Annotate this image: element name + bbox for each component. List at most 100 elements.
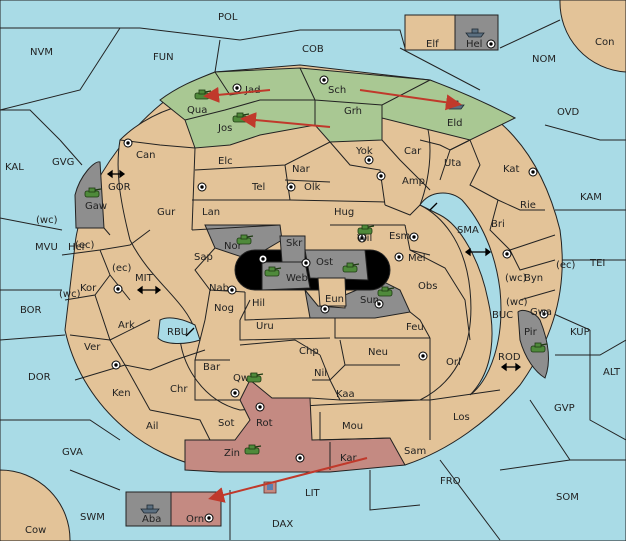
land-label-Sot: Sot [218,418,234,429]
fleet-unit-Aba[interactable] [140,504,160,514]
region-pink-south [184,379,406,473]
land-label-Qua: Qua [187,105,207,116]
land-label-Skr: Skr [286,238,303,249]
land-label-Grh: Grh [344,106,362,117]
coast-label-3: (wc) [59,289,81,300]
army-unit-Nor[interactable] [236,234,254,245]
sea-label-LIT: LIT [305,488,321,499]
sea-label-GVG: GVG [52,157,74,168]
land-label-Sch: Sch [328,85,346,96]
land-label-Obs: Obs [418,281,437,292]
land-label-Rot: Rot [256,418,273,429]
land-label-Can: Can [136,150,155,161]
land-label-Olk: Olk [304,182,321,193]
army-unit-Sun[interactable] [377,286,395,297]
sea-label-SWM: SWM [80,512,105,523]
sea-SMA-channel [419,192,502,396]
sea-label-NVM: NVM [30,47,53,58]
arrow-layer [203,86,462,503]
land-label-Uru: Uru [256,321,274,332]
sea-label-COB: COB [302,44,324,55]
army-unit-Ost[interactable] [342,262,360,273]
sea-label-KAM: KAM [580,192,602,203]
land-label-Tel: Tel [251,182,265,193]
sea-label-GVP: GVP [554,403,575,414]
province-borders [61,67,556,470]
sea-label-Con: Con [595,37,614,48]
army-unit-Gaw[interactable] [84,187,102,198]
supply-centres [111,39,549,523]
army-unit-Zin[interactable] [244,444,262,455]
land-label-Sam: Sam [404,446,426,457]
land-label-Bar: Bar [203,362,221,373]
land-label-Uta: Uta [444,158,461,169]
province-Con[interactable] [559,0,626,73]
land-label-Her: Her [68,242,87,253]
sea-label-POL: POL [218,12,238,23]
coast-label-6: (wc) [506,297,528,308]
coast-label-0: (wc) [36,215,58,226]
coast-label-4: (wc) [505,273,527,284]
province-Pir[interactable] [517,309,550,379]
army-unit-Qwi[interactable] [246,372,264,383]
land-label-Ail: Ail [146,421,158,432]
unit-layer [84,28,548,514]
land-label-Rie: Rie [520,200,536,211]
sea-label-SOM: SOM [556,492,579,503]
land-label-Nog: Nog [214,303,234,314]
land-label-Byn: Byn [524,273,543,284]
sea-label-GOR: GOR [108,182,131,193]
land-label-Mel: Mel [408,253,426,264]
land-label-Nab: Nab [209,283,229,294]
land-label-Ver: Ver [84,342,101,353]
land-label-Ken: Ken [112,388,131,399]
land-label-Gur: Gur [157,207,176,218]
sea-label-TEI: TEI [589,258,605,269]
land-label-Chp: Chp [299,346,319,357]
land-label-Sap: Sap [194,252,213,263]
land-label-Kat: Kat [503,164,520,175]
sea-label-KUP: KUP [570,327,590,338]
sea-label-MVU: MVU [35,242,58,253]
land-label-Hel: Hel [466,39,482,50]
land-label-Feu: Feu [406,322,424,333]
land-label-Sun: Sun [360,295,379,306]
land-label-Elf: Elf [426,39,439,50]
land-label-Kor: Kor [80,283,97,294]
army-unit-Wil[interactable] [357,224,375,235]
land-label-Nil: Nil [314,368,327,379]
army-unit-Pir[interactable] [530,342,548,353]
land-label-Gaw: Gaw [85,201,107,212]
army-unit-Web[interactable] [264,266,282,277]
land-label-Car: Car [404,146,422,157]
province-Cow[interactable] [0,469,71,541]
land-label-Esm: Esm [389,231,410,242]
land-label-Kar: Kar [340,453,358,464]
sea-label-GVA: GVA [62,447,83,458]
sea-label-RBU: RBU [167,327,188,338]
sea-label-BOR: BOR [20,305,42,316]
land-label-Neu: Neu [368,347,388,358]
province-Ost[interactable] [304,249,369,281]
land-label-Hil: Hil [252,298,265,309]
land-label-Aba: Aba [142,514,161,525]
province-Eun[interactable] [317,277,347,307]
coast-label-2: (ec) [112,263,132,274]
land-label-Amp: Amp [402,176,425,187]
land-label-Yok: Yok [355,146,373,157]
land-label-Nor: Nor [224,241,243,252]
coast-label-1: (ec) [75,240,95,251]
sea-label-FRO: FRO [440,476,461,487]
province-Elf[interactable] [404,14,456,51]
land-label-Gwa: Gwa [530,307,552,318]
land-label-Lan: Lan [202,207,220,218]
move-arrow-Grh-Jos [240,112,331,129]
land-label-Nar: Nar [292,164,311,175]
fleet-unit-Hel[interactable] [465,28,485,38]
move-arrow-Jad-Qua [203,86,271,103]
land-label-Pir: Pir [524,327,538,338]
sea-label-DOR: DOR [28,372,51,383]
land-label-Kaa: Kaa [336,389,355,400]
land-label-Ark: Ark [118,320,135,331]
coast-label-5: (ec) [556,260,576,271]
